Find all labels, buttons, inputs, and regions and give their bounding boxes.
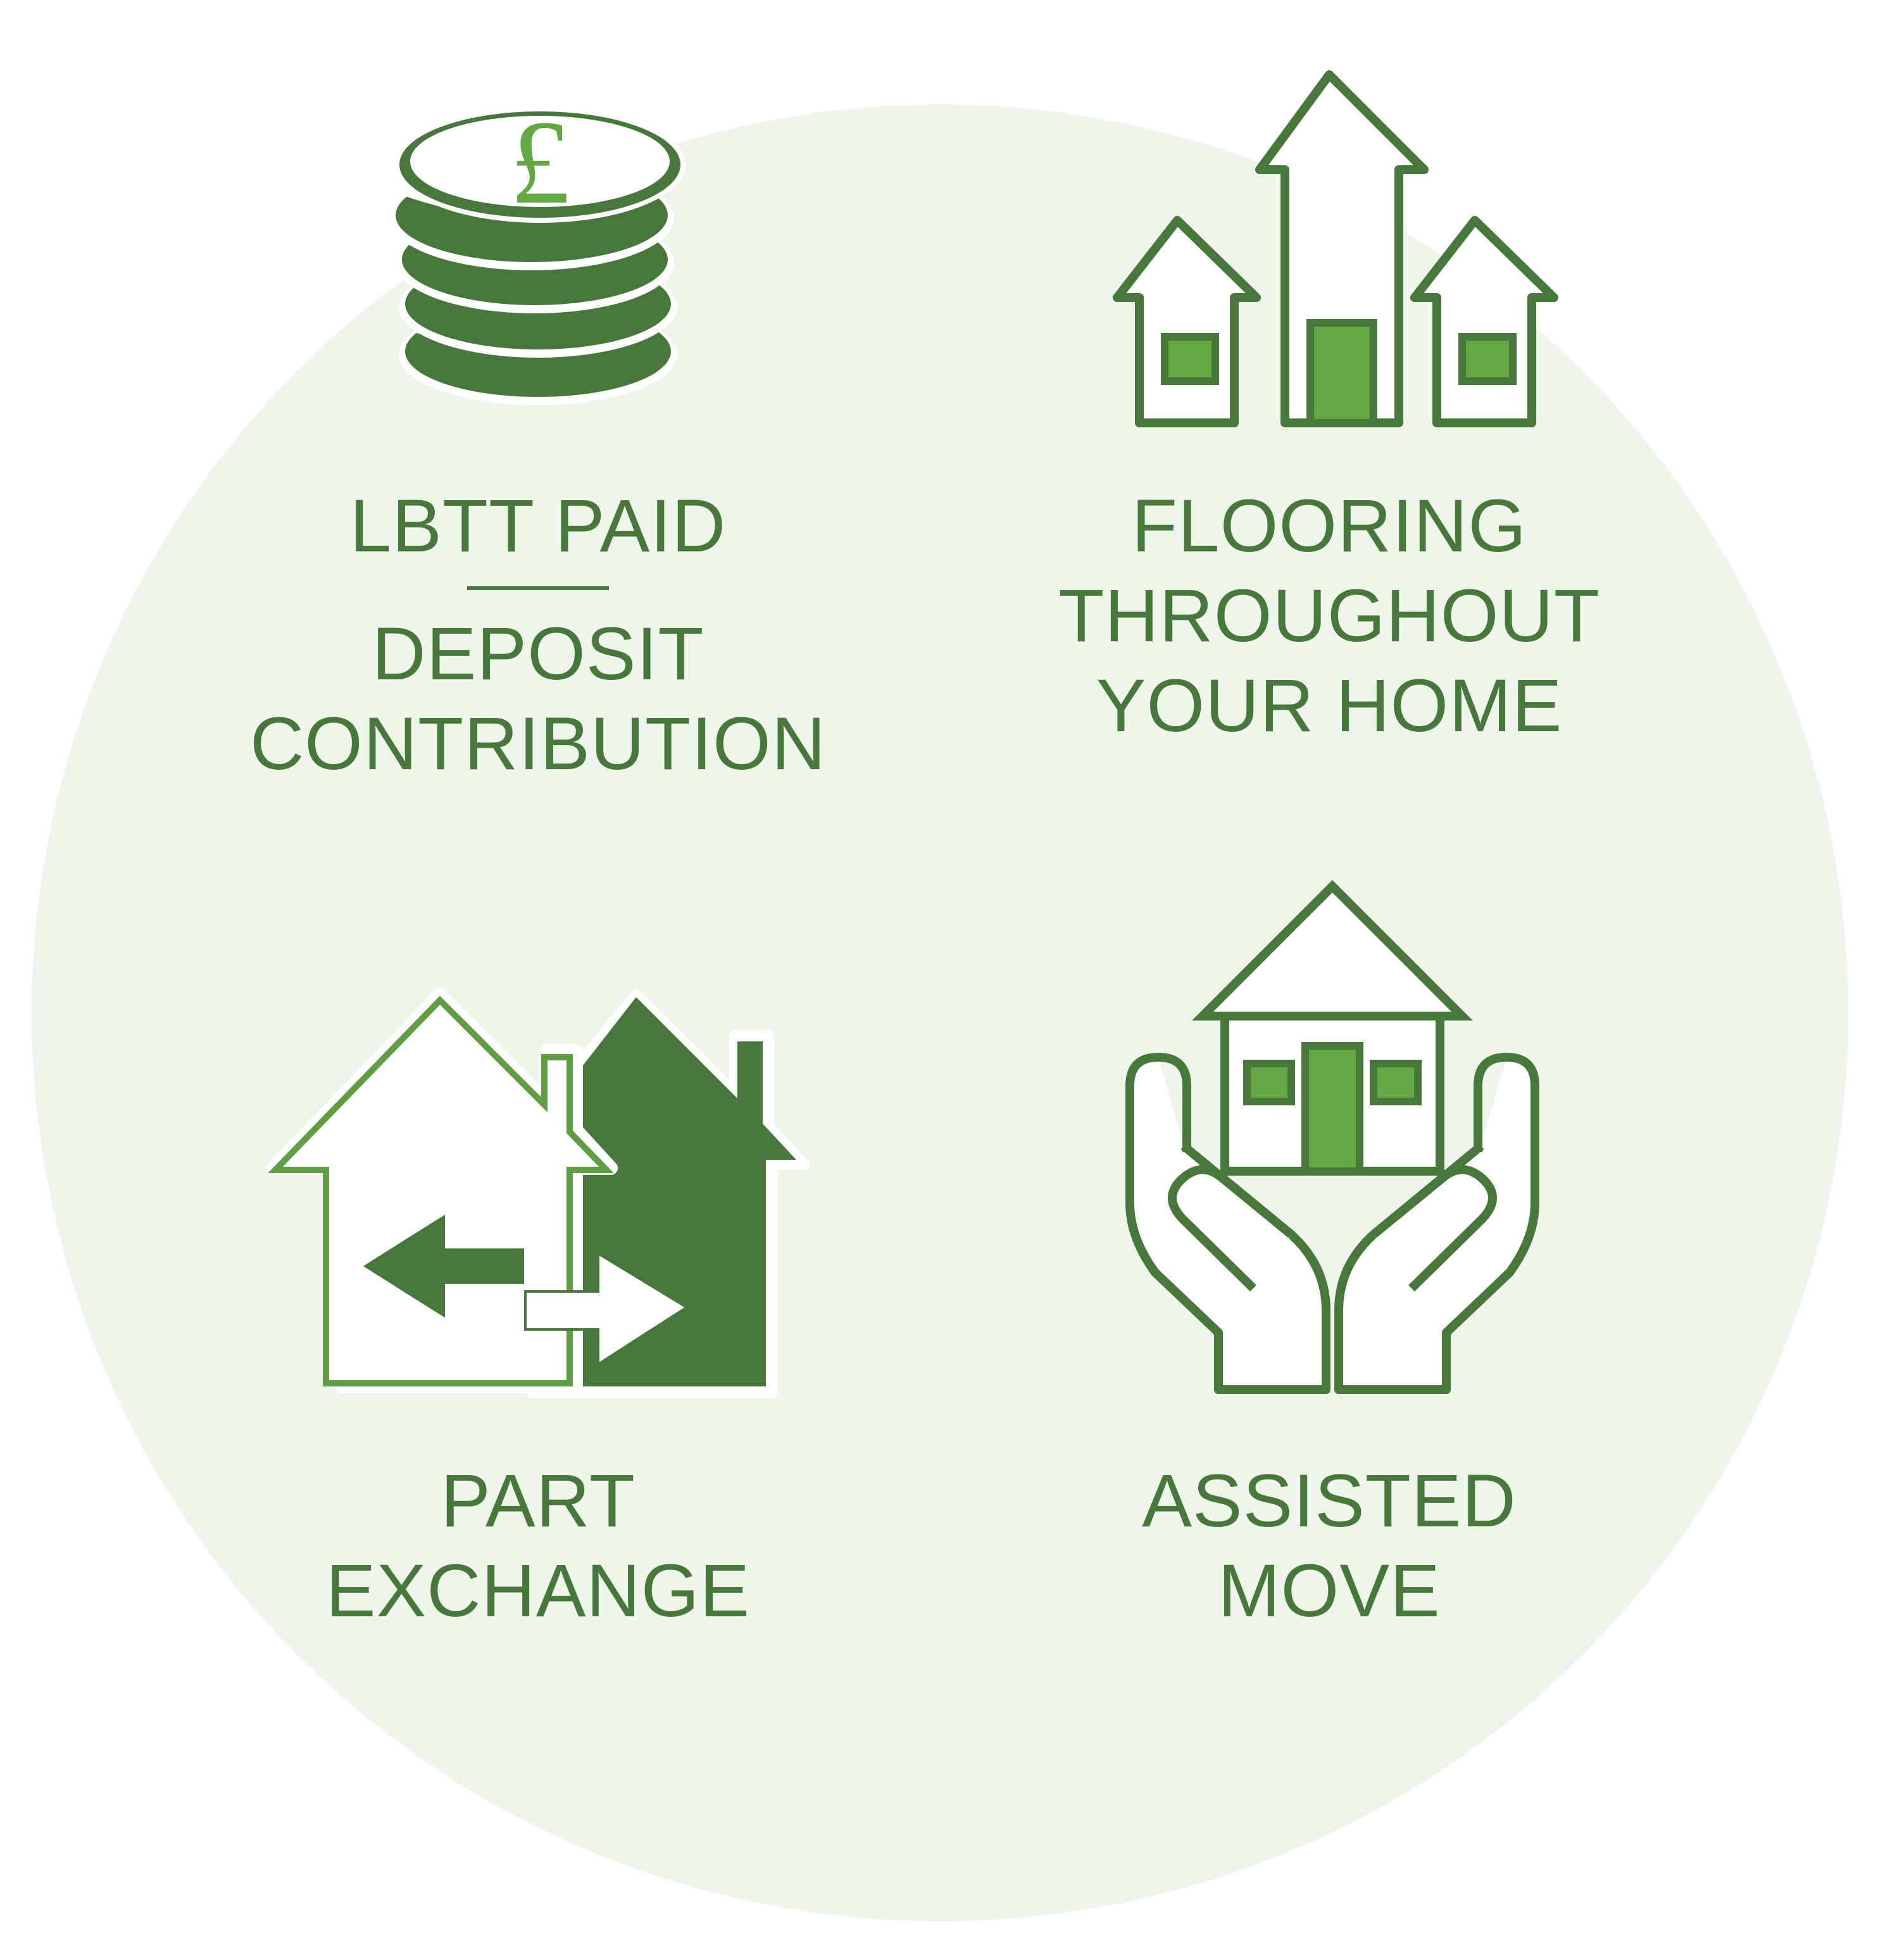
house-in-hands-icon xyxy=(1101,874,1563,1399)
move-text: MOVE xyxy=(1218,1549,1441,1633)
your-home-text: YOUR HOME xyxy=(1096,664,1563,748)
flooring-text: FLOORING xyxy=(1131,484,1527,568)
exchange-text: EXCHANGE xyxy=(325,1549,751,1633)
part-exchange-label: PART EXCHANGE xyxy=(228,1456,848,1636)
lbtt-paid-text: LBTT PAID xyxy=(349,484,727,568)
background-circle xyxy=(32,104,1848,1921)
houses-up-arrows-icon xyxy=(1095,63,1563,437)
part-text: PART xyxy=(441,1459,635,1543)
assisted-text: ASSISTED xyxy=(1142,1459,1517,1543)
label-divider xyxy=(467,586,609,590)
contribution-text: CONTRIBUTION xyxy=(249,702,827,786)
pound-coins-stack-icon: £ xyxy=(377,96,693,430)
assisted-move-label: ASSISTED MOVE xyxy=(1019,1456,1639,1636)
lbtt-deposit-label: LBTT PAID DEPOSIT CONTRIBUTION xyxy=(228,481,848,789)
deposit-text: DEPOSIT xyxy=(372,612,704,696)
throughout-text: THROUGHOUT xyxy=(1058,574,1600,658)
pound-sign: £ xyxy=(510,96,570,229)
flooring-label: FLOORING THROUGHOUT YOUR HOME xyxy=(1019,481,1639,751)
houses-swap-arrows-icon xyxy=(260,981,817,1412)
